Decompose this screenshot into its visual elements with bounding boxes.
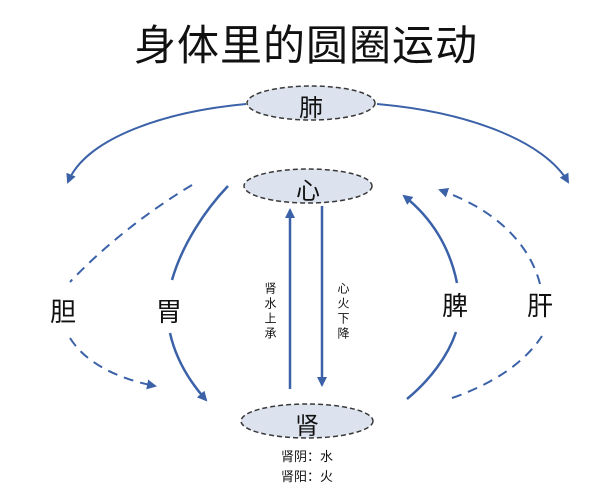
heart-node-label: 心 bbox=[296, 177, 320, 205]
lung-right-arc-arrow bbox=[376, 103, 569, 184]
lung-node-label: 肺 bbox=[299, 94, 323, 122]
gallbladder-label: 胆 bbox=[50, 298, 77, 328]
liver-lower-dashed-arrow bbox=[451, 335, 543, 399]
heart-fire-down-label: 心火下降 bbox=[336, 282, 350, 342]
kidney-yin-note: 肾阴：水 bbox=[281, 450, 334, 465]
diagram-title: 身体里的圆圈运动 bbox=[133, 21, 478, 70]
liver-upper-dashed-arrow bbox=[438, 187, 541, 285]
spleen-lower-arrow bbox=[406, 331, 458, 400]
spleen-upper-arrow bbox=[402, 194, 459, 284]
stomach-lower-arrow bbox=[168, 332, 208, 402]
heart-node-ellipse bbox=[243, 168, 373, 204]
liver-label: 肝 bbox=[527, 292, 554, 322]
lung-node-ellipse bbox=[246, 85, 376, 121]
kidney-node-label: 肾 bbox=[295, 412, 319, 440]
stomach-label: 胃 bbox=[156, 298, 183, 328]
stomach-upper-arrow bbox=[170, 185, 229, 281]
gallbladder-upper-dashed-arrow bbox=[69, 184, 193, 283]
kidney-yang-note: 肾阳：火 bbox=[281, 470, 334, 485]
kidney-node-ellipse bbox=[240, 403, 374, 439]
spleen-label: 脾 bbox=[442, 292, 469, 322]
gallbladder-lower-dashed-arrow bbox=[69, 337, 157, 390]
kidney-water-up-label: 肾水上承 bbox=[263, 282, 277, 342]
lung-left-arc-arrow bbox=[66, 103, 247, 184]
